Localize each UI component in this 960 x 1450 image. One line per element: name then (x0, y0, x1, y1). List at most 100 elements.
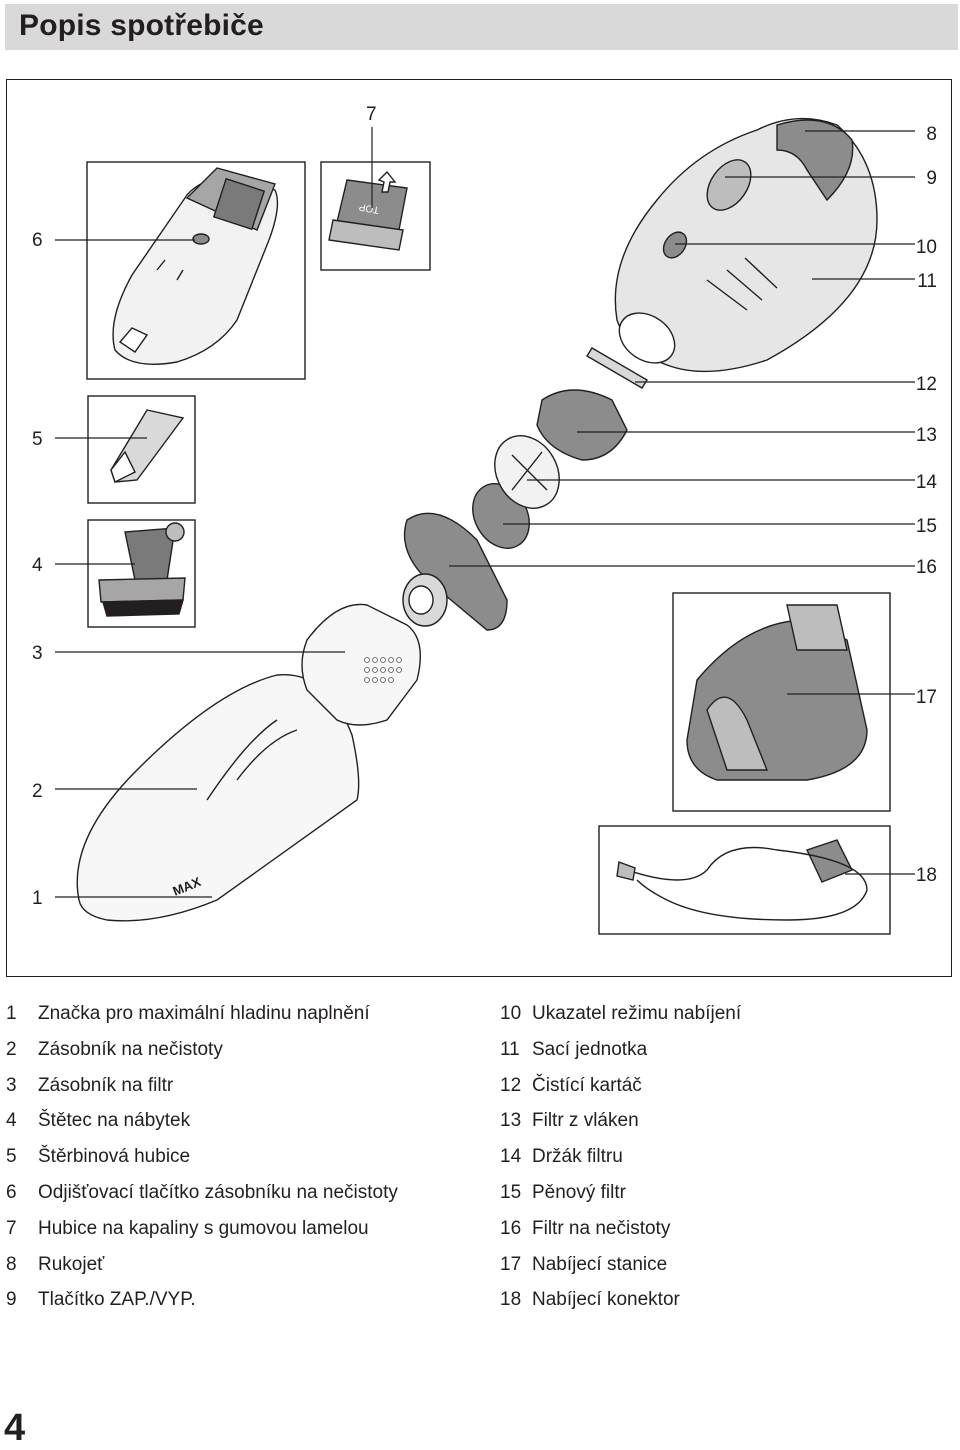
liquid-nozzle: TOP (328, 170, 408, 251)
legend-text: Čistící kartáč (532, 1074, 642, 1096)
legend-item: 12 Čistící kartáč (500, 1068, 741, 1104)
legend-item: 15 Pěnový filtr (500, 1175, 741, 1211)
legend-item: 3 Zásobník na filtr (6, 1068, 398, 1104)
legend-number: 6 (6, 1181, 17, 1203)
legend-number: 16 (500, 1217, 522, 1239)
legend-item: 2 Zásobník na nečistoty (6, 1032, 398, 1068)
legend-text: Hubice na kapaliny s gumovou lamelou (38, 1217, 369, 1239)
legend-item: 10 Ukazatel režimu nabíjení (500, 996, 741, 1032)
legend-item: 14 Držák filtru (500, 1139, 741, 1175)
page-number: 4 (4, 1407, 26, 1449)
legend-item: 8 Rukojeť (6, 1247, 398, 1283)
callout-3: 3 (32, 643, 43, 664)
callout-17: 17 (915, 687, 937, 708)
callout-10: 10 (915, 237, 937, 258)
legend-number: 5 (6, 1146, 17, 1168)
legend-text: Držák filtru (532, 1146, 623, 1168)
legend-number: 4 (6, 1110, 17, 1132)
section-header: Popis spotřebiče (5, 4, 958, 50)
legend-item: 16 Filtr na nečistoty (500, 1211, 741, 1247)
filter-container (301, 603, 421, 726)
legend-column-1: 1 Značka pro maximální hladinu naplnění 2… (6, 996, 398, 1318)
inset-box-5 (87, 395, 196, 504)
callout-5: 5 (32, 429, 43, 450)
callout-15: 15 (915, 516, 937, 537)
legend-text: Značka pro maximální hladinu naplnění (38, 1003, 370, 1024)
legend-number: 8 (6, 1253, 17, 1275)
vacuum-side-view (112, 167, 279, 365)
legend-text: Zásobník na filtr (38, 1074, 174, 1096)
callout-6: 6 (32, 230, 43, 251)
legend-item: 9 Tlačítko ZAP./VYP. (6, 1282, 398, 1318)
furniture-brush (98, 522, 186, 617)
legend-number: 12 (500, 1074, 522, 1096)
legend-item: 18 Nabíjecí konektor (500, 1282, 741, 1318)
callout-11: 11 (917, 271, 937, 292)
legend-text: Filtr z vláken (532, 1110, 639, 1132)
filter-holder (494, 435, 560, 509)
legend-number: 7 (6, 1217, 17, 1239)
legend-item: 13 Filtr z vláken (500, 1103, 741, 1139)
legend-item: 1 Značka pro maximální hladinu naplnění (6, 996, 398, 1032)
callout-4: 4 (32, 555, 43, 576)
cleaning-brush (586, 347, 648, 389)
callout-13: 13 (915, 425, 937, 446)
callout-7: 7 (366, 104, 377, 125)
legend-text: Ukazatel režimu nabíjení (532, 1003, 742, 1024)
legend-number: 15 (500, 1181, 522, 1203)
legend-text: Nabíjecí konektor (532, 1289, 680, 1311)
callout-9: 9 (926, 168, 937, 189)
top-label: TOP (358, 201, 380, 215)
callout-1: 1 (32, 888, 43, 909)
legend-item: 6 Odjišťovací tlačítko zásobníku na nečis… (6, 1175, 398, 1211)
legend-item: 4 Štětec na nábytek (6, 1103, 398, 1139)
charger-cable (616, 839, 868, 921)
legend-text: Tlačítko ZAP./VYP. (38, 1289, 196, 1311)
legend-text: Rukojeť (38, 1253, 105, 1275)
legend-number: 14 (500, 1146, 522, 1168)
inset-box-17 (672, 592, 891, 812)
legend-number: 10 (500, 1003, 522, 1024)
legend-text: Zásobník na nečistoty (38, 1038, 223, 1060)
callout-16: 16 (915, 557, 937, 578)
inset-box-4 (87, 519, 196, 628)
inset-box-6 (86, 161, 306, 380)
callout-18: 18 (915, 865, 937, 886)
legend-item: 17 Nabíjecí stanice (500, 1247, 741, 1283)
legend-number: 18 (500, 1289, 522, 1311)
section-title: Popis spotřebiče (19, 9, 264, 42)
legend-text: Odjišťovací tlačítko zásobníku na nečist… (38, 1181, 398, 1203)
callout-12: 12 (915, 374, 937, 395)
inset-box-18 (598, 825, 891, 935)
legend-number: 3 (6, 1074, 17, 1096)
legend-text: Štěrbinová hubice (38, 1146, 191, 1168)
legend-number: 13 (500, 1110, 522, 1132)
suction-unit (614, 117, 878, 373)
callout-14: 14 (915, 472, 937, 493)
legend-item: 5 Štěrbinová hubice (6, 1139, 398, 1175)
legend-number: 11 (500, 1038, 520, 1060)
charging-station (686, 604, 868, 781)
legend-text: Štětec na nábytek (38, 1110, 191, 1132)
legend-text: Nabíjecí stanice (532, 1253, 668, 1275)
dirt-container: MAX (76, 673, 360, 922)
fibre-filter (536, 389, 628, 461)
legend-number: 1 (6, 1003, 17, 1024)
legend-number: 2 (6, 1038, 17, 1060)
exploded-view-figure: TOP MAX (6, 79, 952, 977)
dirt-filter (402, 512, 508, 631)
crevice-tool (110, 409, 185, 483)
legend-text: Pěnový filtr (532, 1181, 626, 1203)
vacuum-illustration: TOP MAX (55, 117, 915, 935)
callout-2: 2 (32, 781, 43, 802)
legend-number: 17 (500, 1253, 522, 1275)
legend-item: 7 Hubice na kapaliny s gumovou lamelou (6, 1211, 398, 1247)
legend-number: 9 (6, 1289, 17, 1311)
callout-8: 8 (926, 124, 937, 145)
right-leader-lines (449, 130, 915, 875)
left-leader-lines (55, 239, 345, 898)
legend-text: Filtr na nečistoty (532, 1217, 671, 1239)
inset-box-7 (320, 161, 431, 271)
